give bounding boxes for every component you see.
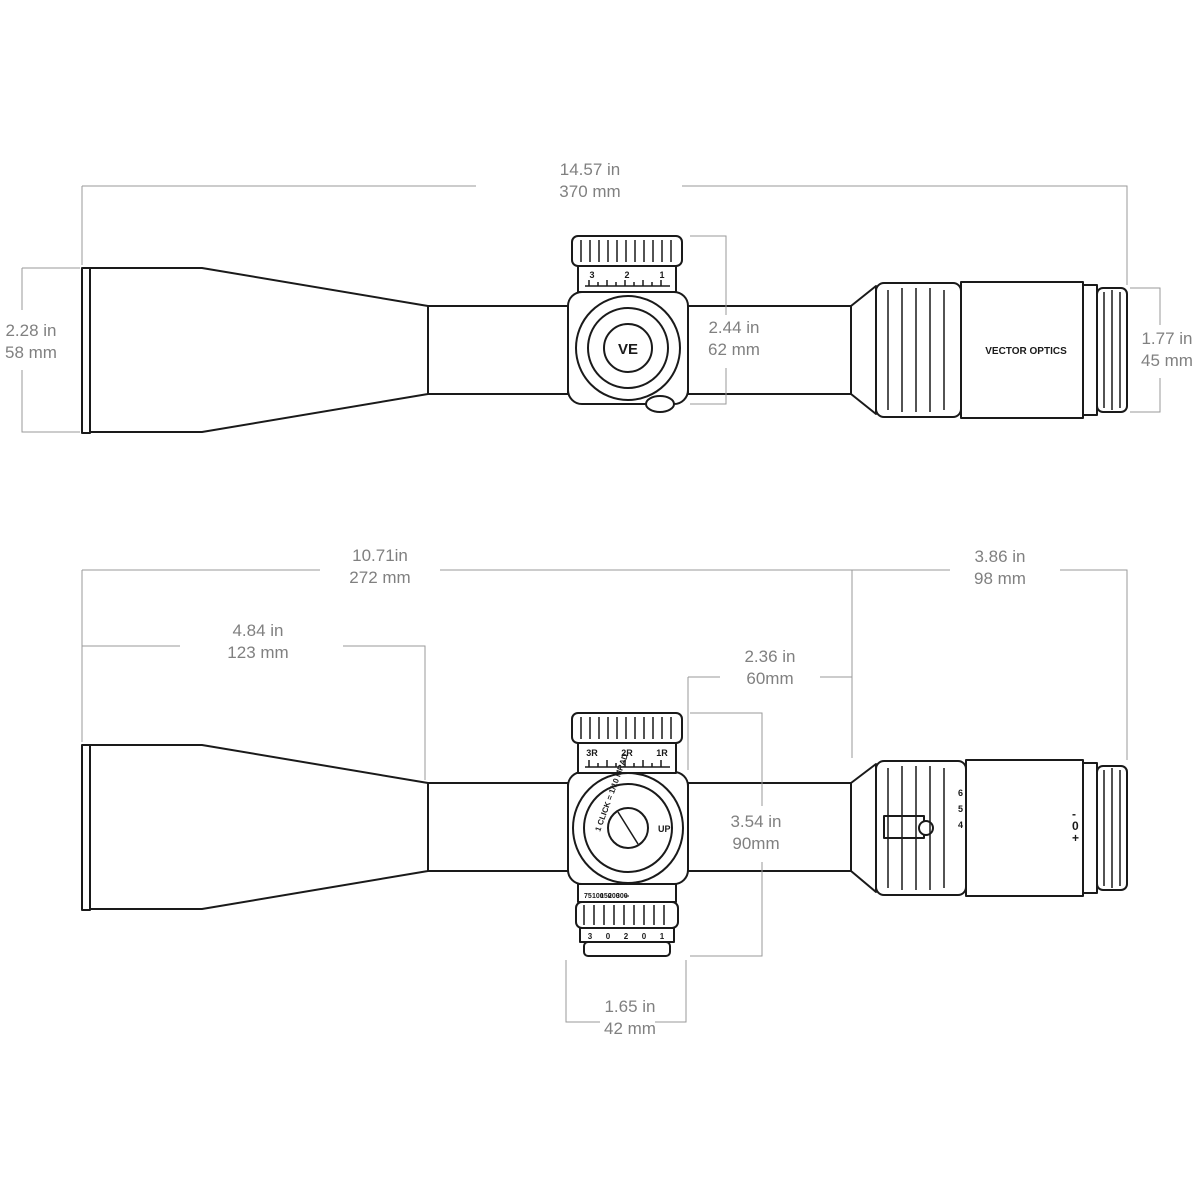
turret-up-text: UP — [658, 824, 671, 834]
svg-text:300: 300 — [616, 893, 628, 900]
svg-text:0: 0 — [642, 932, 647, 941]
objective-bell-top — [89, 267, 429, 433]
main-tube-rear-side — [687, 782, 852, 872]
dimension-lines-side — [81, 569, 1128, 1023]
parallax-knob-side — [575, 901, 679, 929]
main-tube-rear-top — [687, 305, 852, 395]
svg-text:75: 75 — [584, 893, 592, 900]
throw-lever-screw — [918, 820, 934, 836]
eyepiece-body-side — [965, 759, 1084, 897]
main-tube-top — [427, 305, 569, 395]
illum-knob-side — [583, 941, 671, 957]
svg-text:5: 5 — [958, 804, 963, 814]
svg-text:100: 100 — [592, 893, 604, 900]
svg-text:200: 200 — [608, 893, 620, 900]
eyepiece-bell-side — [850, 763, 877, 893]
objective-lens-side — [81, 744, 91, 911]
turret-scale-band-top — [577, 265, 677, 293]
eyepiece-body-top — [960, 281, 1084, 419]
diopter-marks: + 0 - — [1072, 807, 1079, 845]
eyepiece-bell-top — [850, 285, 877, 415]
scope-top-view — [81, 235, 1128, 434]
svg-text:3R: 3R — [586, 748, 598, 758]
svg-text:150: 150 — [600, 893, 612, 900]
svg-text:1: 1 — [660, 932, 665, 941]
svg-text:0: 0 — [1072, 819, 1079, 833]
elevation-turret-side — [571, 712, 683, 744]
svg-text:3: 3 — [588, 932, 593, 941]
eyepiece-seam-side — [1082, 762, 1098, 894]
illum-knob-top — [645, 395, 675, 413]
svg-text:6: 6 — [958, 788, 963, 798]
eyepiece-seam-top — [1082, 284, 1098, 416]
objective-bell-side — [89, 744, 429, 910]
dimension-lines-top — [21, 185, 1161, 433]
svg-text:+: + — [1072, 831, 1079, 845]
svg-text:-: - — [1072, 807, 1076, 821]
knurling-side-view — [580, 717, 1121, 925]
turret-numbers-side: 3R 2R 1R — [586, 748, 668, 758]
main-tube-side — [427, 782, 569, 872]
objective-lens-top — [81, 267, 91, 434]
svg-text:1R: 1R — [656, 748, 668, 758]
magnification-marks: 6 5 4 — [958, 788, 963, 830]
windage-logo-ring-top — [603, 323, 653, 373]
elevation-turret-top — [571, 235, 683, 267]
throw-lever-base — [883, 815, 925, 839]
vector-optics-logo: VECTOR OPTICS — [985, 346, 1067, 357]
knurling-top-view — [580, 240, 1121, 412]
turret-numbers-top: 3 2 1 — [589, 270, 664, 280]
parallax-distance-marks: 75 100 150 200 300 ∞ — [584, 893, 629, 900]
ve-monogram: VE — [618, 341, 638, 358]
svg-text:2R: 2R — [621, 748, 633, 758]
svg-text:1: 1 — [659, 270, 664, 280]
svg-text:3: 3 — [589, 270, 594, 280]
parallax-scale-numbers: 3 0 2 0 1 — [588, 932, 665, 941]
svg-text:0: 0 — [606, 932, 611, 941]
svg-text:∞: ∞ — [624, 893, 629, 900]
svg-text:2: 2 — [624, 932, 629, 941]
svg-text:4: 4 — [958, 820, 963, 830]
svg-text:2: 2 — [624, 270, 629, 280]
